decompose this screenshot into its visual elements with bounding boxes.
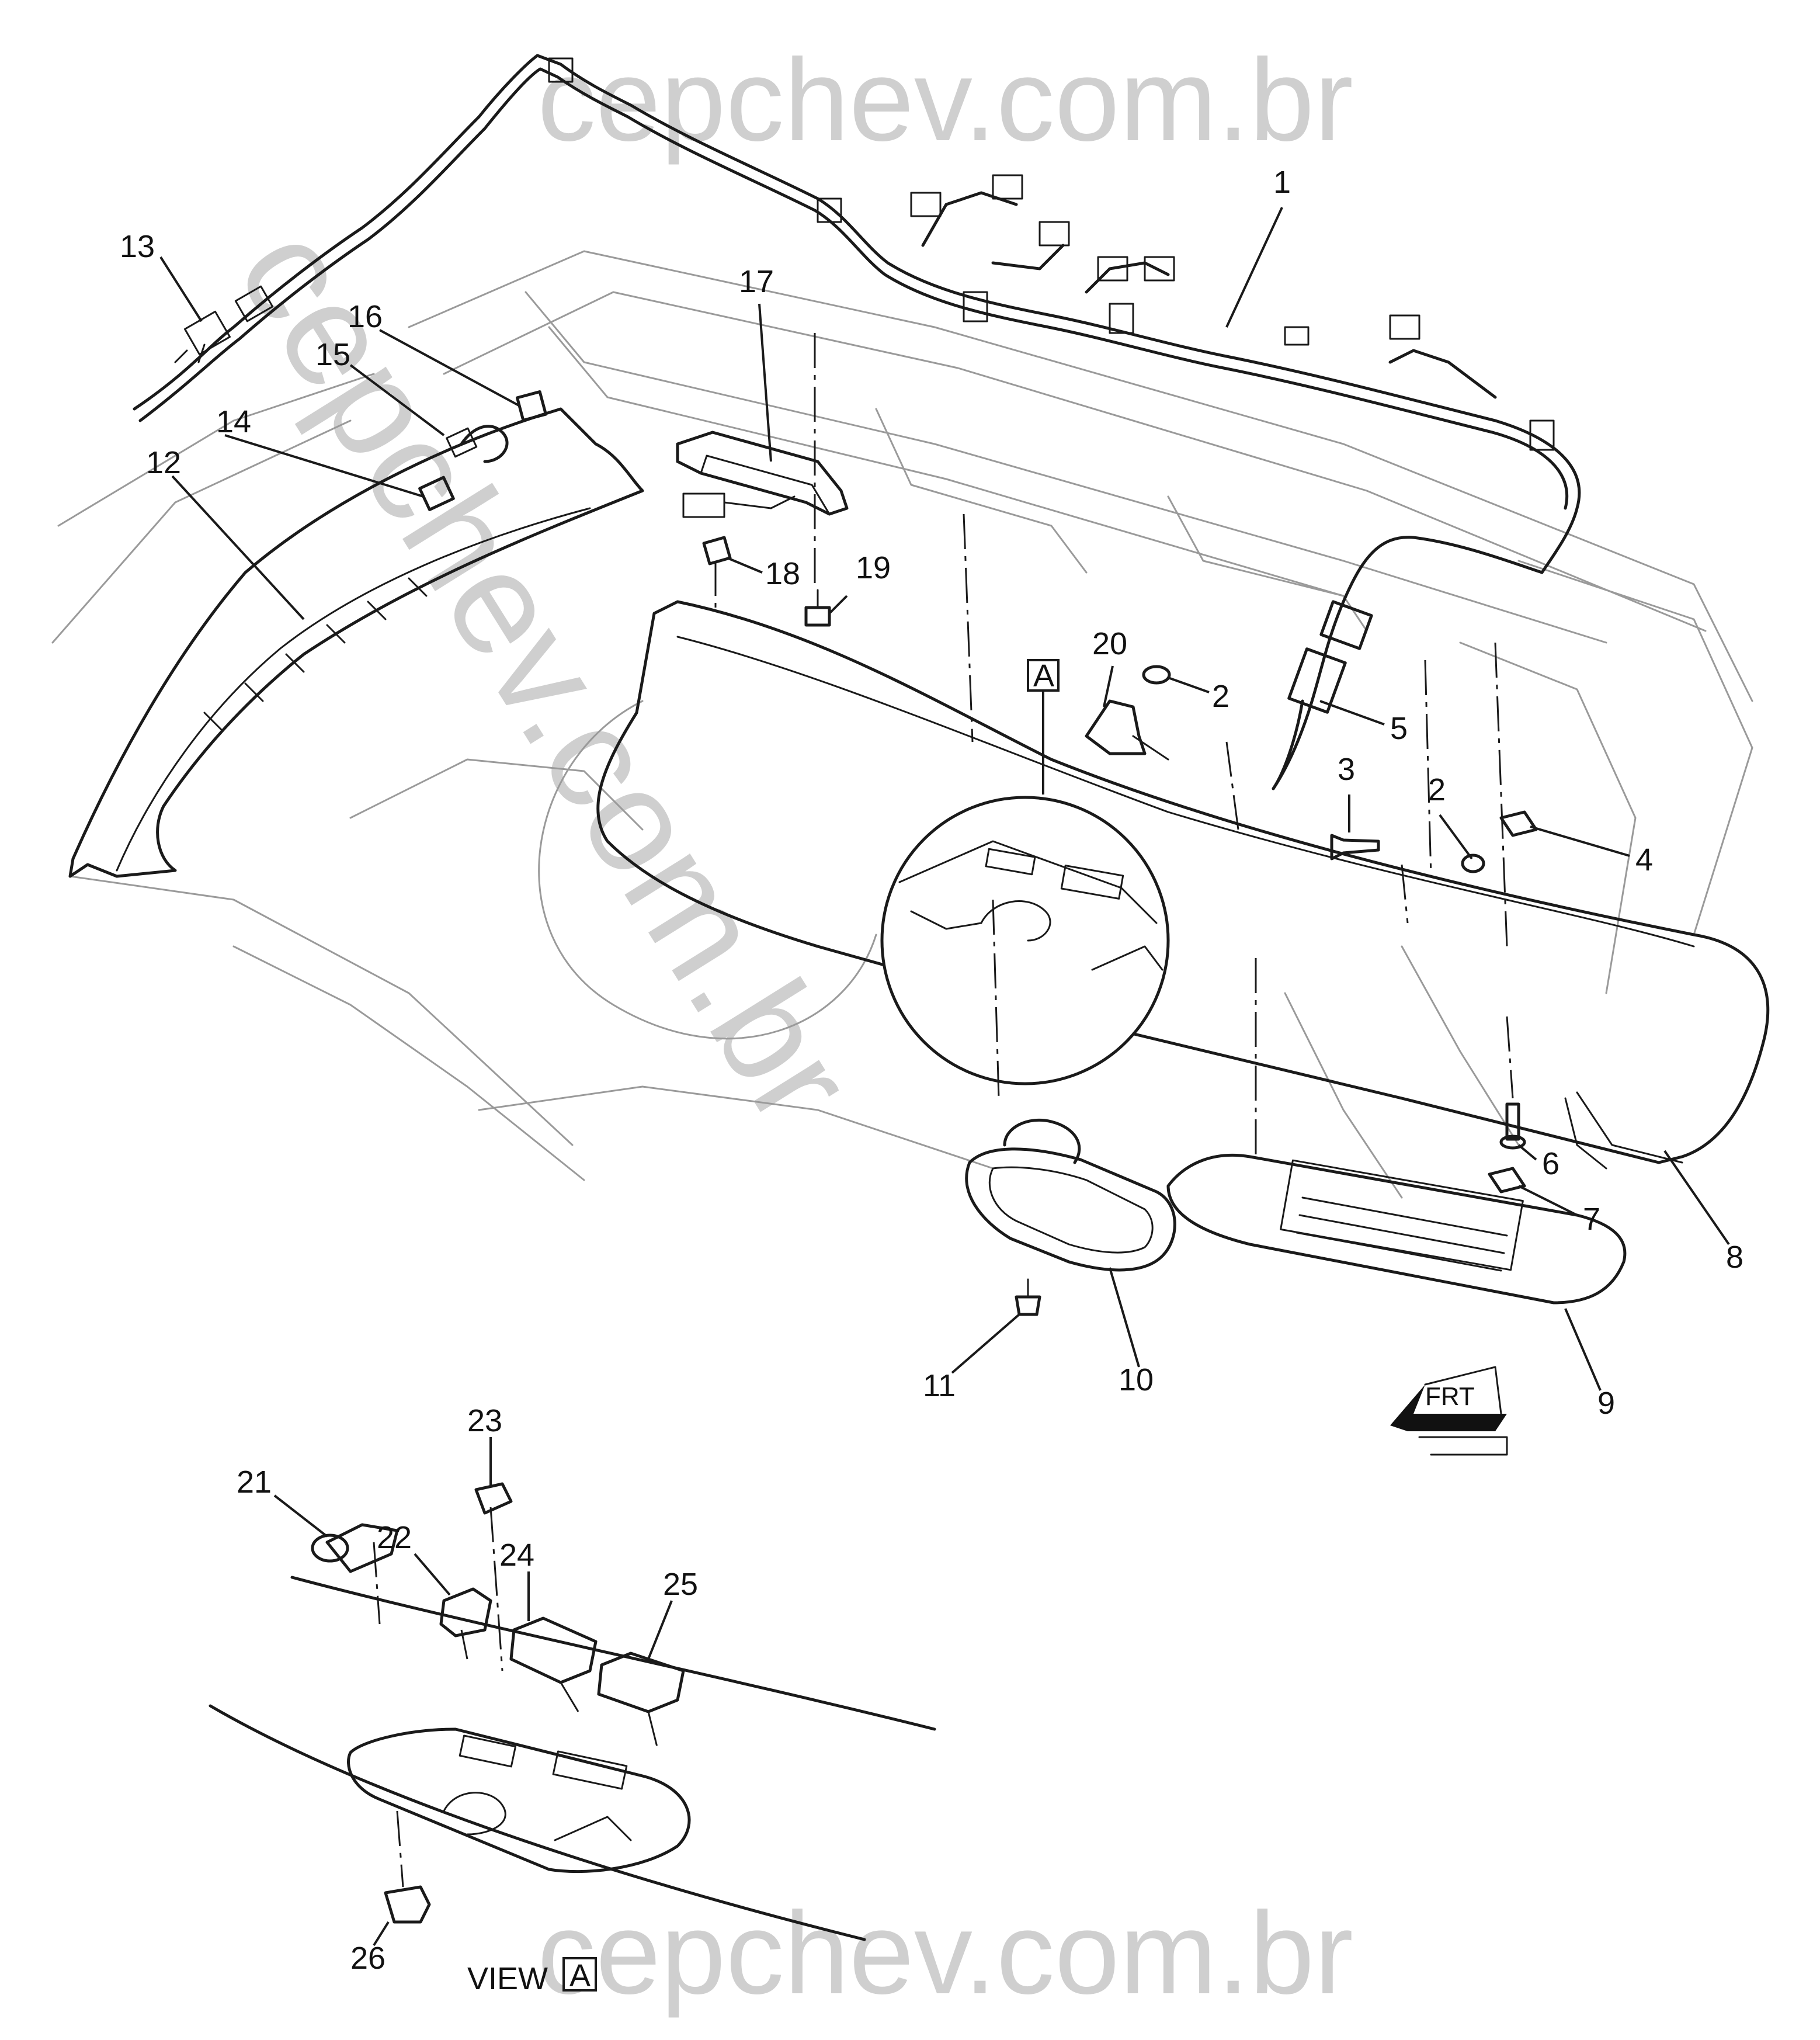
part-24 [509,1616,598,1684]
view-a-marker: A [1027,658,1060,795]
connector-5 [1272,600,1373,790]
callout-11: 11 [923,1368,956,1403]
frt-label: FRT [1425,1382,1475,1411]
callout-labels: 1 2 2 3 4 5 6 7 8 9 10 11 12 13 14 15 16… [120,165,1743,1976]
callout-24: 24 [499,1538,534,1573]
windshield-pillar-trim [68,407,644,878]
rearview-mirror [965,1118,1176,1272]
view-caption-word: VIEW [467,1961,548,1996]
callout-26: 26 [350,1941,385,1976]
clip-4 [1499,810,1538,837]
callout-16: 16 [348,299,383,334]
clip-18 [702,536,732,565]
callout-5: 5 [1390,711,1408,746]
screw-6 [1499,1102,1526,1150]
callout-2-lower: 2 [1428,772,1446,807]
inset-centerlines [373,1507,658,1888]
callout-4: 4 [1635,842,1653,877]
callout-15: 15 [315,337,350,372]
clip-2-upper [1142,665,1171,685]
svg-text:A: A [1033,658,1054,693]
headliner [596,600,1770,1170]
callout-9: 9 [1597,1386,1615,1421]
callout-22: 22 [377,1520,412,1555]
clip-2-lower [1461,854,1485,873]
connector-14 [418,476,455,511]
callout-7: 7 [1583,1202,1600,1237]
part-23 [474,1482,513,1515]
leader-lines [159,207,1730,1947]
bolt-11 [1015,1278,1041,1316]
callout-8: 8 [1726,1240,1743,1275]
visor-bracket-20 [1085,699,1169,761]
callout-20: 20 [1092,626,1127,661]
callout-1: 1 [1273,165,1291,200]
callout-10: 10 [1119,1362,1154,1397]
part-22 [439,1587,492,1637]
watermark-top: cepchev.com.br [537,35,1353,165]
callout-18: 18 [765,556,800,591]
front-direction-arrow: FRT [1390,1366,1508,1456]
bolt-19 [804,589,831,627]
bolt-3 [1330,834,1380,861]
callout-25: 25 [663,1567,698,1602]
part-26 [384,1885,431,1924]
console-bracket [676,431,849,518]
clip-7 [1488,1167,1526,1194]
watermark-bottom: cepchev.com.br [537,1888,1353,2018]
view-caption-letter: A [569,1958,591,1993]
view-a-caption: VIEW A [467,1957,597,1996]
callout-2-upper: 2 [1212,679,1229,714]
callout-23: 23 [467,1403,502,1438]
callout-14: 14 [216,404,251,439]
callout-13: 13 [120,229,155,264]
callout-21: 21 [237,1465,272,1500]
sun-visor [1166,1153,1627,1305]
callout-17: 17 [739,264,774,299]
callout-19: 19 [856,550,891,585]
roof-wire-harness [133,54,1581,790]
watermark-diagonal: cepchev.com.br [207,199,886,1150]
assembly-centerlines [714,333,1514,1157]
view-a-inset [209,1576,936,1941]
connector-15 [446,425,509,463]
callout-12: 12 [146,445,181,480]
callout-3: 3 [1338,752,1355,787]
detail-view-circle [880,796,1170,1085]
part-21 [311,1523,399,1573]
part-25 [597,1652,685,1713]
roof-frame-background [51,250,1753,1199]
connector-16 [516,390,547,422]
callout-6: 6 [1542,1146,1559,1181]
